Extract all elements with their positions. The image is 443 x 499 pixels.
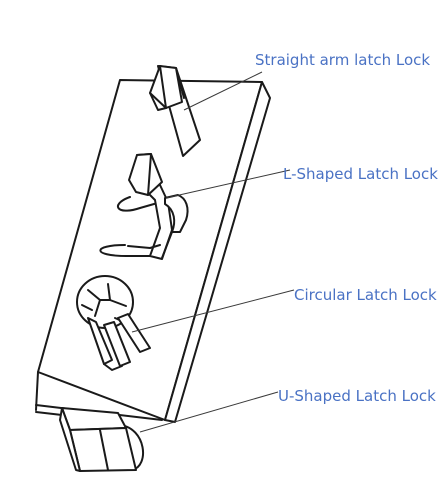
leader-l-shaped [165, 169, 291, 199]
leader-lines [131, 71, 295, 433]
callout-labels: Straight arm latch Lock L-Shaped Latch L… [255, 51, 438, 405]
label-circular-latch: Circular Latch Lock [294, 286, 437, 304]
circular-latch [76, 275, 151, 371]
label-l-shaped-latch: L-Shaped Latch Lock [283, 165, 438, 183]
label-u-shaped-latch: U-Shaped Latch Lock [278, 387, 436, 405]
u-shaped-latch [59, 407, 145, 472]
leader-u-shaped [139, 391, 279, 433]
l-shaped-latch [99, 153, 189, 260]
leader-straight [183, 71, 263, 111]
label-straight-arm-latch: Straight arm latch Lock [255, 51, 430, 69]
leader-circular [131, 289, 295, 333]
straight-arm-latch [149, 65, 201, 157]
